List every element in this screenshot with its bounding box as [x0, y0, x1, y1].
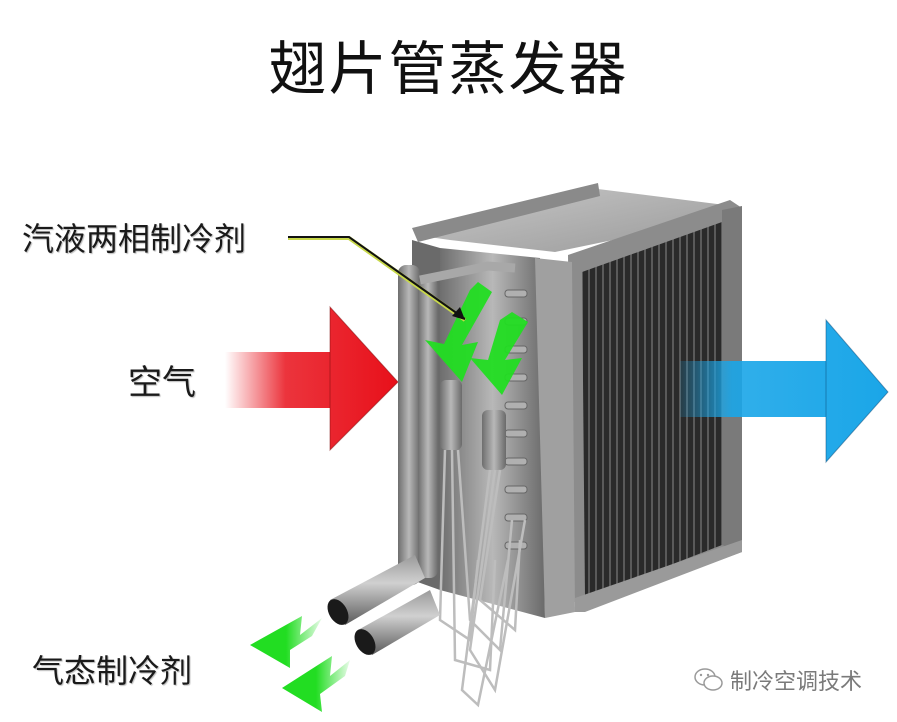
air-inlet-arrow	[225, 305, 399, 452]
diagram-title: 翅片管蒸发器	[268, 35, 629, 103]
leader-line	[288, 236, 467, 322]
air-label: 空气	[128, 363, 196, 403]
watermark: 制冷空调技术	[694, 664, 862, 696]
gas-refrigerant-arrows	[250, 616, 350, 712]
two-phase-refrigerant-arrows	[425, 282, 528, 395]
gas-refrigerant-label: 气态制冷剂	[32, 652, 193, 690]
air-outlet-arrow	[680, 318, 889, 464]
wechat-icon	[694, 668, 723, 691]
suction-outlet-pipes	[327, 555, 440, 655]
refrigerant-headers	[398, 261, 528, 708]
watermark-text: 制冷空调技术	[730, 670, 863, 695]
two-phase-refrigerant-label: 汽液两相制冷剂	[22, 220, 247, 258]
